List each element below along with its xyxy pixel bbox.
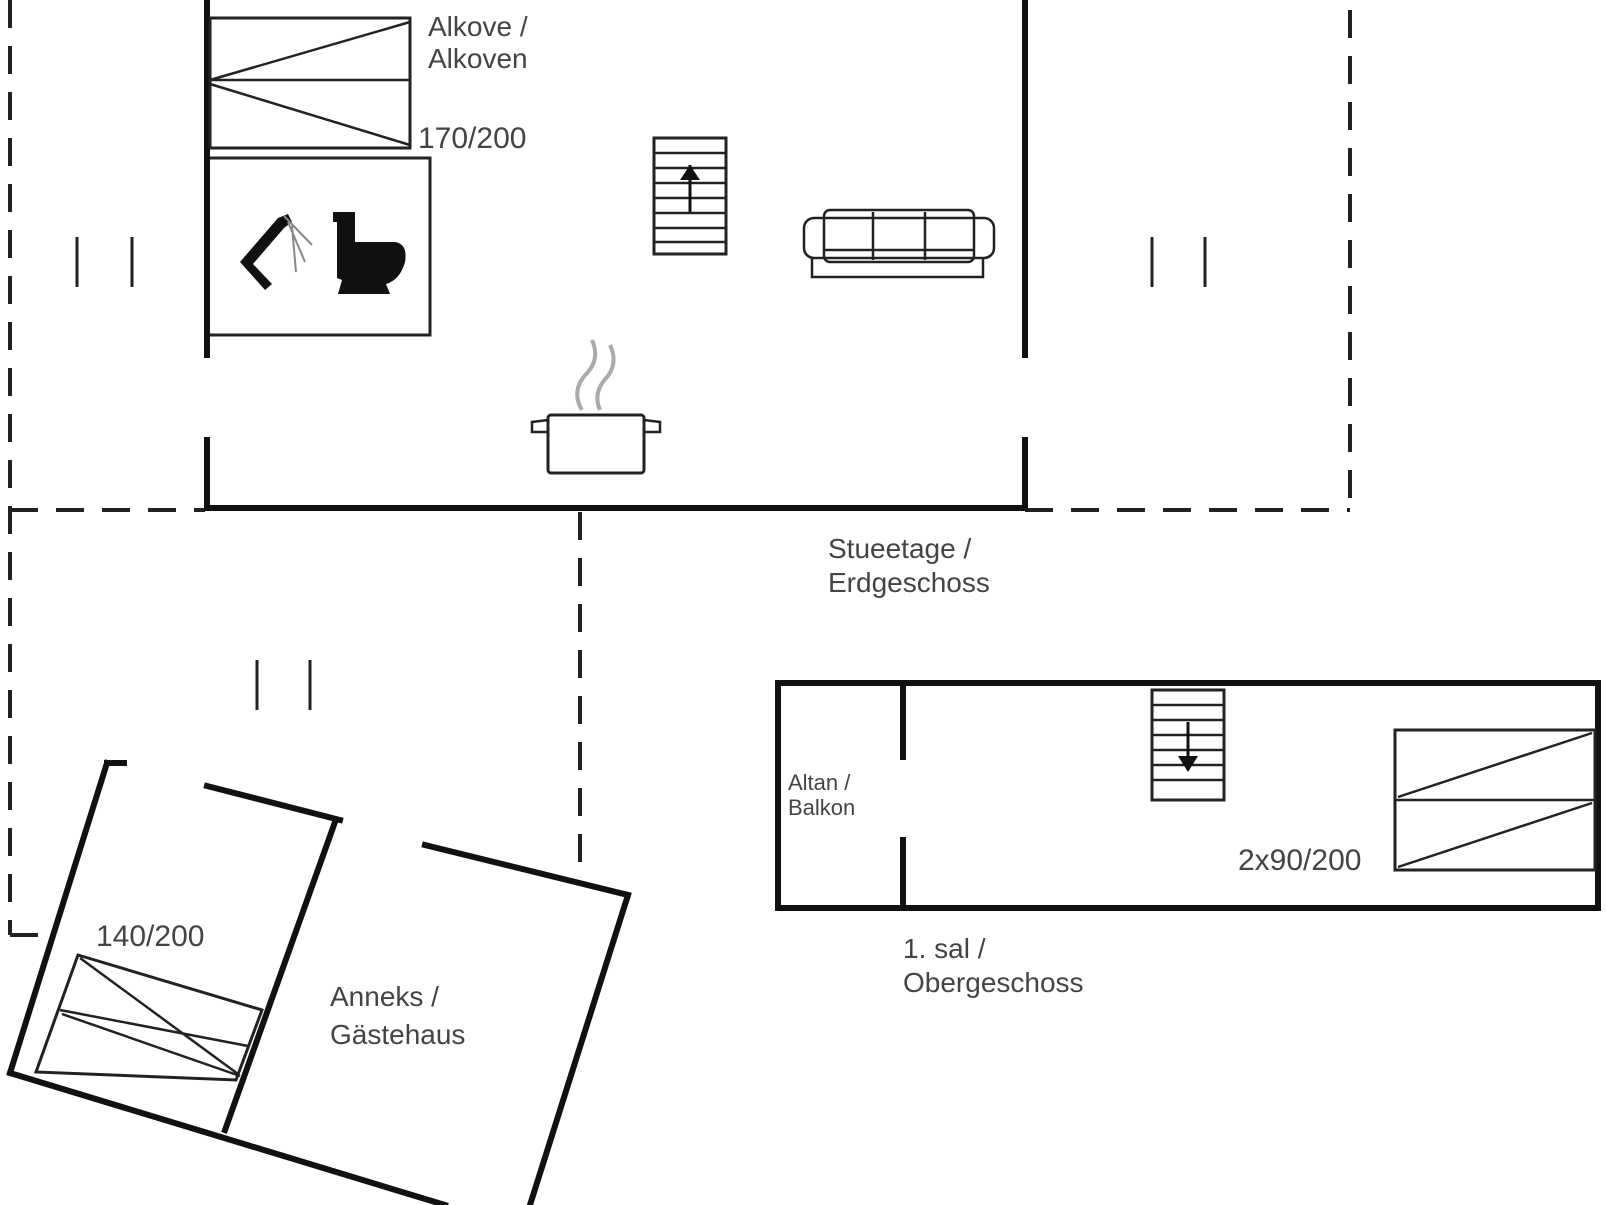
stairs-up-icon	[652, 136, 728, 256]
balcony-label-line2: Balkon	[788, 795, 855, 820]
alcove-bed	[208, 16, 412, 150]
ground-floor-label-line2: Erdgeschoss	[828, 567, 990, 598]
alcove-label-line1: Alkove /	[428, 11, 528, 42]
shower-icon	[240, 214, 313, 290]
annex-bed	[33, 953, 264, 1082]
ground-floor-walls	[204, 0, 1028, 511]
ground-floor-label-line1: Stueetage /	[828, 533, 971, 564]
upper-floor-label-line2: Obergeschoss	[903, 967, 1084, 998]
upper-floor-walls	[775, 680, 1601, 911]
terrace-outline	[8, 0, 1352, 937]
toilet-icon	[333, 212, 406, 294]
upper-floor-label-line1: 1. sal /	[903, 933, 986, 964]
terrace-marks	[75, 237, 1207, 710]
annex-bed-size: 140/200	[96, 920, 204, 953]
cooking-pot-icon	[530, 339, 662, 475]
annex-label-line1: Anneks /	[330, 981, 439, 1012]
twin-beds	[1393, 728, 1597, 872]
annex-label-line2: Gästehaus	[330, 1019, 465, 1050]
stairs-down-icon	[1150, 688, 1226, 802]
annex-walls	[6, 759, 632, 1205]
bathroom	[210, 156, 432, 337]
balcony-label-line1: Altan /	[788, 770, 851, 795]
alcove-label-line2: Alkoven	[428, 43, 528, 74]
sofa-icon	[802, 208, 996, 279]
alcove-bed-size: 170/200	[418, 122, 526, 155]
upper-beds-size: 2x90/200	[1238, 844, 1361, 877]
